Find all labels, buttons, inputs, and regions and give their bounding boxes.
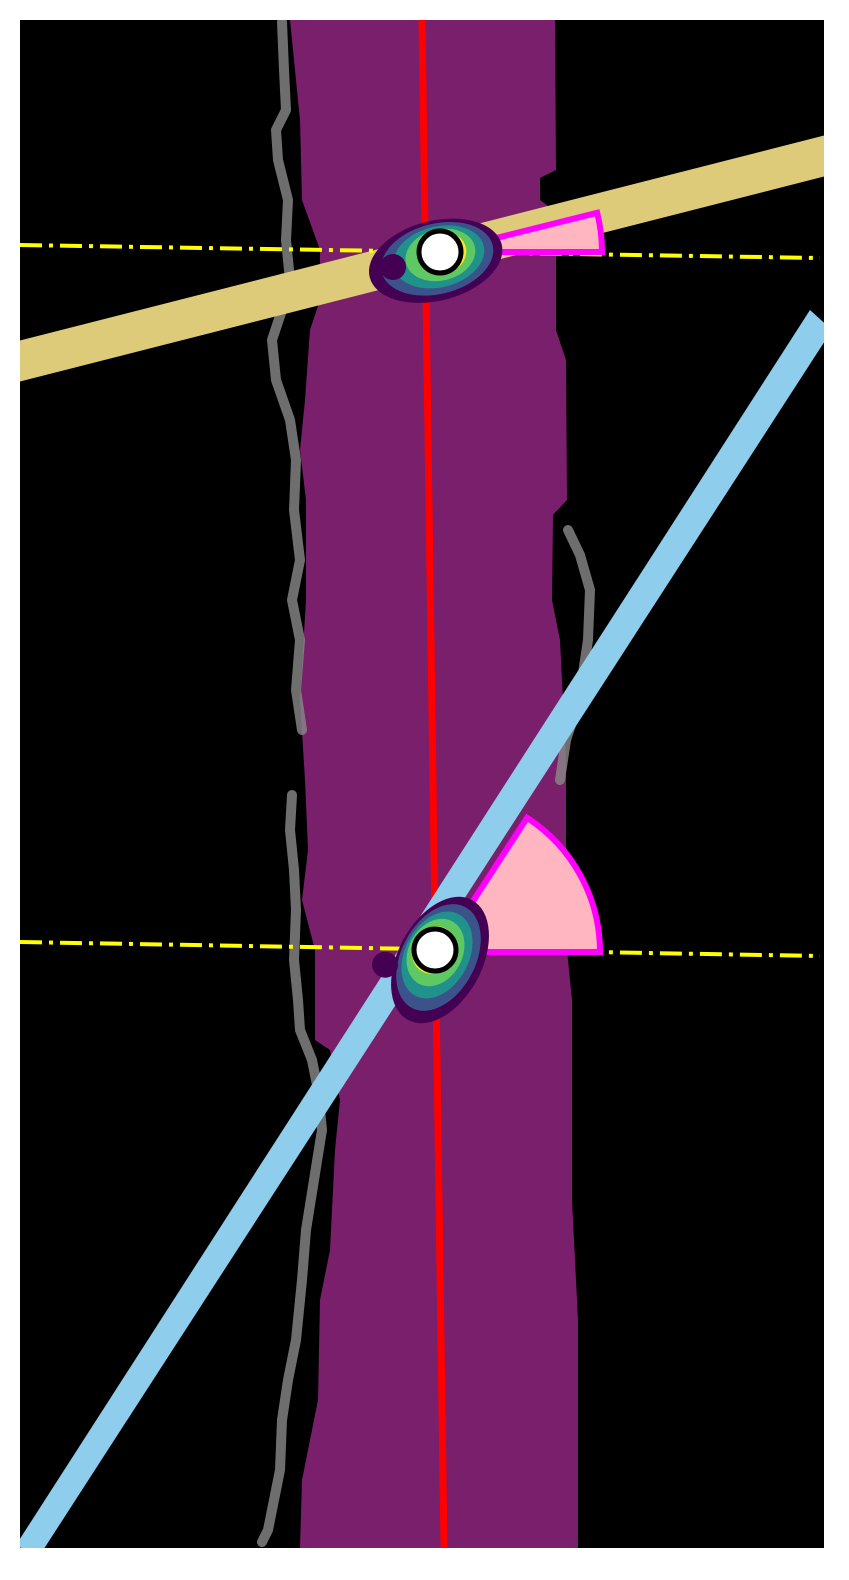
image-panel [20, 20, 824, 1548]
upper-crossing-marker [416, 228, 464, 276]
lower-edge-trace [257, 790, 327, 1547]
density-core [380, 254, 407, 280]
lower-crossing-marker [411, 926, 459, 974]
left-edge-trace [267, 20, 307, 735]
density-core [372, 951, 399, 978]
